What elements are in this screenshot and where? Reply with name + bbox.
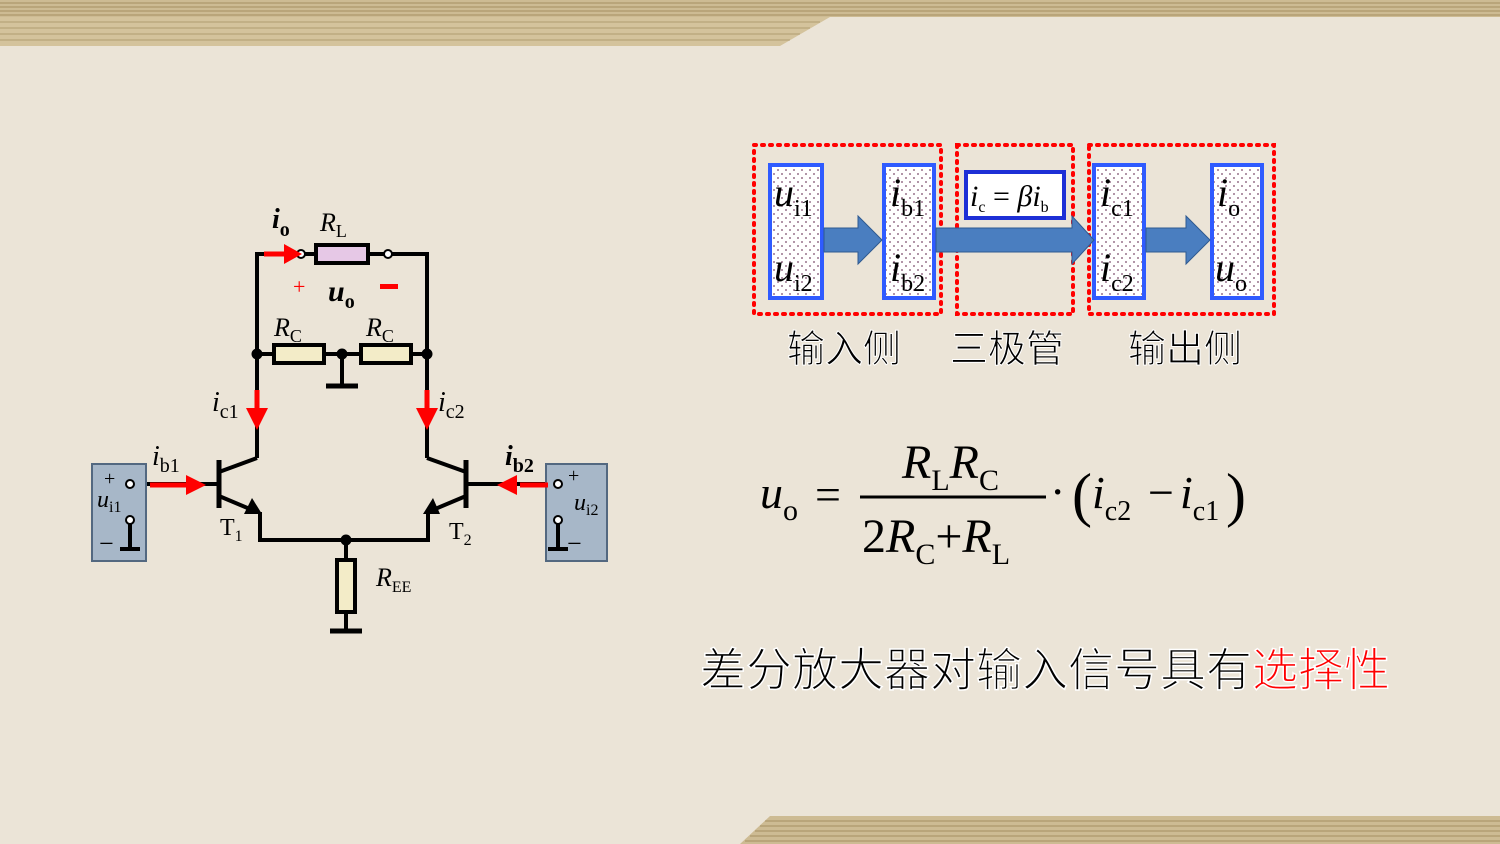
- formula-rparen: ): [1226, 462, 1246, 528]
- src1-minus: −: [99, 529, 114, 558]
- src2-minus: −: [567, 529, 582, 558]
- gain-equation: ic = βib: [970, 180, 1049, 216]
- t2-label: T2: [449, 519, 472, 549]
- flow-arrow-1: [823, 214, 883, 266]
- formula-ic1: ic1: [1180, 467, 1219, 527]
- box4-top-label: ic1: [1100, 170, 1134, 222]
- signal-flow-diagram: ui1 ui2 ib1 ib2 ic = βib ic1 ic2 io uo 输…: [752, 143, 1276, 372]
- box5-bottom-label: uo: [1215, 245, 1247, 297]
- flow-box-outputs: [1210, 163, 1264, 300]
- box5-top-label: io: [1217, 170, 1240, 222]
- ib1-label: ib1: [152, 441, 180, 477]
- t2-emitter-arrow: [423, 498, 440, 514]
- label-output-side: 输出侧: [1128, 327, 1242, 371]
- rc1-resistor: [272, 343, 326, 365]
- t1-label: T1: [220, 515, 243, 545]
- label-input-side: 输入侧: [787, 327, 901, 371]
- flow-box-inputs: [768, 163, 824, 300]
- flow-box-collector-currents: [1092, 163, 1146, 300]
- t1-collector: [218, 456, 258, 474]
- rc2-resistor: [359, 343, 413, 365]
- formula-equals: =: [815, 469, 841, 520]
- src2-plus: +: [568, 465, 579, 487]
- formula-dot: ·: [1050, 466, 1065, 517]
- box2-bottom-label: ib2: [890, 245, 925, 297]
- ib2-arrow: [497, 475, 548, 495]
- flow-arrow-2: [935, 214, 1095, 266]
- formula-denominator: 2RC+RL: [862, 510, 1010, 571]
- ib1-arrow: [150, 475, 206, 495]
- flow-box-base-currents: [882, 163, 936, 300]
- t1-emitter-arrow: [244, 498, 262, 514]
- rl-label: RL: [319, 208, 347, 241]
- ic1-arrow: [246, 390, 268, 430]
- formula-ic2: ic2: [1092, 467, 1131, 527]
- label-transistor: 三极管: [950, 327, 1064, 371]
- source-ui1: [91, 463, 147, 562]
- top-stripe-decoration: [0, 0, 1500, 46]
- ib2-label: ib2: [505, 441, 534, 477]
- io-label: io: [272, 204, 290, 241]
- gain-equation-box: [964, 170, 1066, 220]
- output-voltage-formula: uo = RLRC 2RC+RL · ( ic2 − ic1 ): [760, 436, 1246, 571]
- formula-lhs: uo: [760, 467, 798, 527]
- flow-arrow-3: [1145, 214, 1211, 266]
- t2-collector: [426, 456, 467, 474]
- ic2-label: ic2: [438, 387, 465, 423]
- rl-resistor: [314, 243, 370, 265]
- caption: 差分放大器对输入信号具有选择性: [700, 643, 1390, 697]
- ree-label: REE: [375, 563, 411, 596]
- bottom-stripe-decoration: [740, 816, 1500, 844]
- rl-terminal-right: [383, 249, 393, 259]
- src1-label: ui1: [97, 487, 121, 516]
- caption-highlight: 选择性: [1252, 643, 1390, 697]
- io-arrow: [264, 244, 302, 264]
- uo-minus-mark: [380, 284, 398, 289]
- formula-numerator: RLRC: [901, 436, 999, 497]
- output-side-region: [1087, 143, 1276, 316]
- box4-bottom-label: ic2: [1100, 245, 1134, 297]
- box2-top-label: ib1: [890, 170, 925, 222]
- uo-label: uo: [328, 275, 355, 313]
- ic1-label: ic1: [212, 387, 239, 423]
- uo-plus: +: [293, 274, 305, 299]
- rc2-label: RC: [365, 313, 394, 346]
- src1-plus: +: [104, 468, 115, 490]
- box1-top-label: ui1: [774, 170, 813, 222]
- formula-lparen: (: [1072, 462, 1092, 528]
- src2-label: ui2: [574, 490, 598, 519]
- formula-minus: −: [1148, 467, 1174, 518]
- differential-amplifier-circuit: [130, 243, 558, 634]
- ree-resistor: [335, 558, 357, 614]
- current-arrows: [150, 244, 548, 495]
- ic2-arrow: [416, 390, 438, 430]
- caption-main: 差分放大器对输入信号具有: [700, 643, 1252, 697]
- source-ui2: [545, 463, 608, 562]
- box1-bottom-label: ui2: [774, 245, 813, 297]
- rc1-label: RC: [273, 313, 302, 346]
